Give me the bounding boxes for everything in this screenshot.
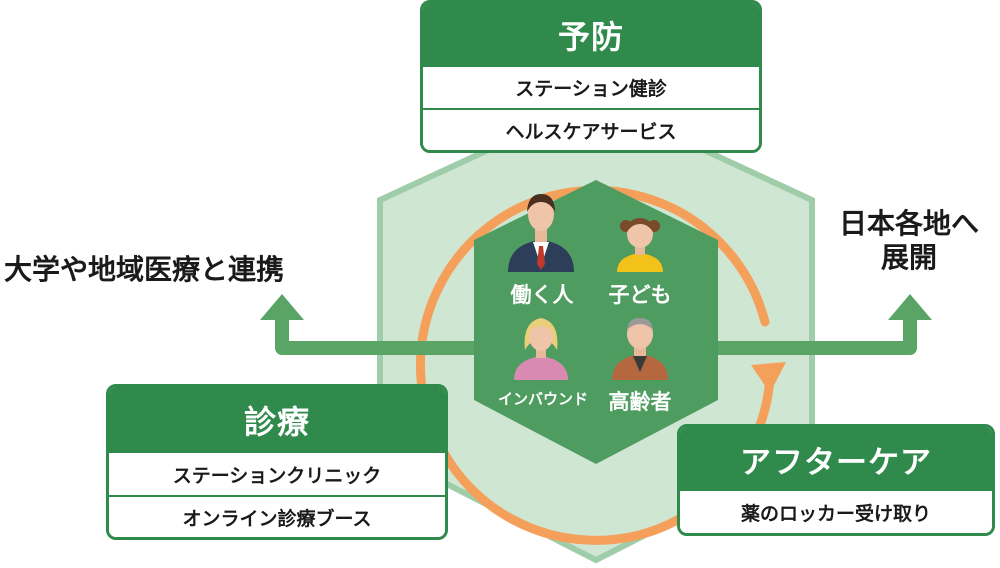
aftercare-item-locker: 薬のロッカー受け取り bbox=[680, 491, 992, 533]
child-icon bbox=[617, 218, 663, 272]
businessman-icon bbox=[508, 194, 574, 272]
elderly-man-icon bbox=[612, 318, 668, 380]
prevention-title: 予防 bbox=[423, 3, 759, 67]
right-label-line1: 日本各地へ bbox=[838, 207, 979, 240]
right-label: 日本各地へ 展開 bbox=[818, 207, 1000, 274]
treatment-item-clinic: ステーションクリニック bbox=[109, 453, 445, 495]
prevention-item-checkup: ステーション健診 bbox=[423, 67, 759, 108]
left-label: 大学や地域医療と連携 bbox=[4, 253, 285, 286]
right-arrowhead bbox=[888, 294, 932, 320]
right-label-line2: 展開 bbox=[880, 240, 937, 274]
blonde-woman-icon bbox=[514, 318, 568, 380]
right-arrow bbox=[718, 318, 917, 355]
left-arrow bbox=[275, 318, 474, 355]
person-label-worker: 働く人 bbox=[510, 283, 574, 307]
treatment-box: 診療 ステーションクリニック オンライン診療ブース bbox=[106, 384, 448, 540]
treatment-title: 診療 bbox=[109, 387, 445, 453]
person-label-child: 子ども bbox=[608, 283, 672, 307]
aftercare-title: アフターケア bbox=[680, 427, 992, 491]
person-label-elderly: 高齢者 bbox=[608, 390, 672, 414]
left-arrowhead bbox=[260, 294, 304, 320]
treatment-item-online: オンライン診療ブース bbox=[109, 495, 445, 537]
person-label-inbound: インバウンド bbox=[497, 390, 588, 408]
prevention-box: 予防 ステーション健診 ヘルスケアサービス bbox=[420, 0, 762, 153]
aftercare-box: アフターケア 薬のロッカー受け取り bbox=[677, 424, 995, 536]
prevention-item-healthcare: ヘルスケアサービス bbox=[423, 108, 759, 150]
cycle-arrowhead bbox=[751, 362, 786, 393]
